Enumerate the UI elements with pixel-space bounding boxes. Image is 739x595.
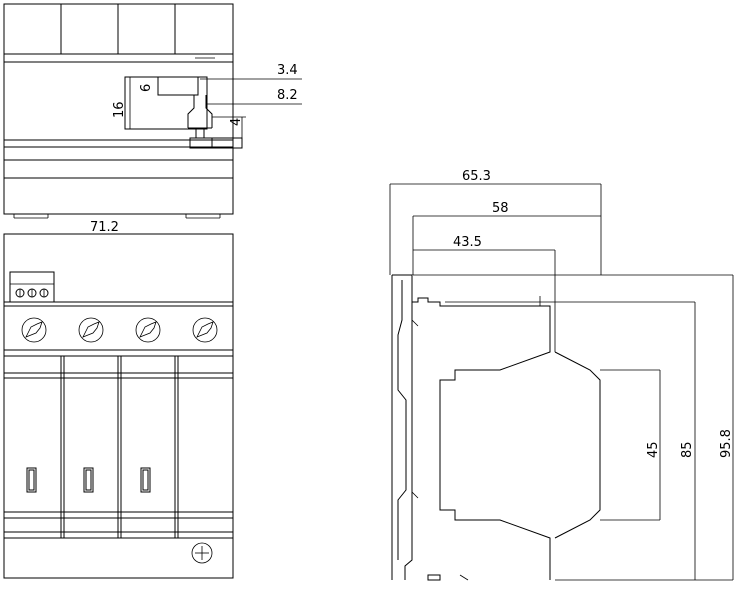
dim-71-2: 71.2 [90,220,119,235]
front-view [3,233,234,579]
dim-4: 4 [229,118,244,126]
top-view [3,3,302,219]
dim-3-4: 3.4 [277,63,298,78]
dim-6: 6 [139,84,154,92]
dim-45: 45 [646,441,661,458]
side-view [389,183,734,581]
dim-65-3: 65.3 [462,169,491,184]
dim-43-5: 43.5 [453,235,482,250]
dim-95-8: 95.8 [719,429,734,458]
dim-16: 16 [112,101,127,118]
dim-58: 58 [492,201,509,216]
dimension-labels: 3.4 8.2 6 16 4 71.2 65.3 58 43.5 45 85 9… [90,63,734,458]
dim-85: 85 [680,441,695,458]
dim-8-2: 8.2 [277,88,298,103]
